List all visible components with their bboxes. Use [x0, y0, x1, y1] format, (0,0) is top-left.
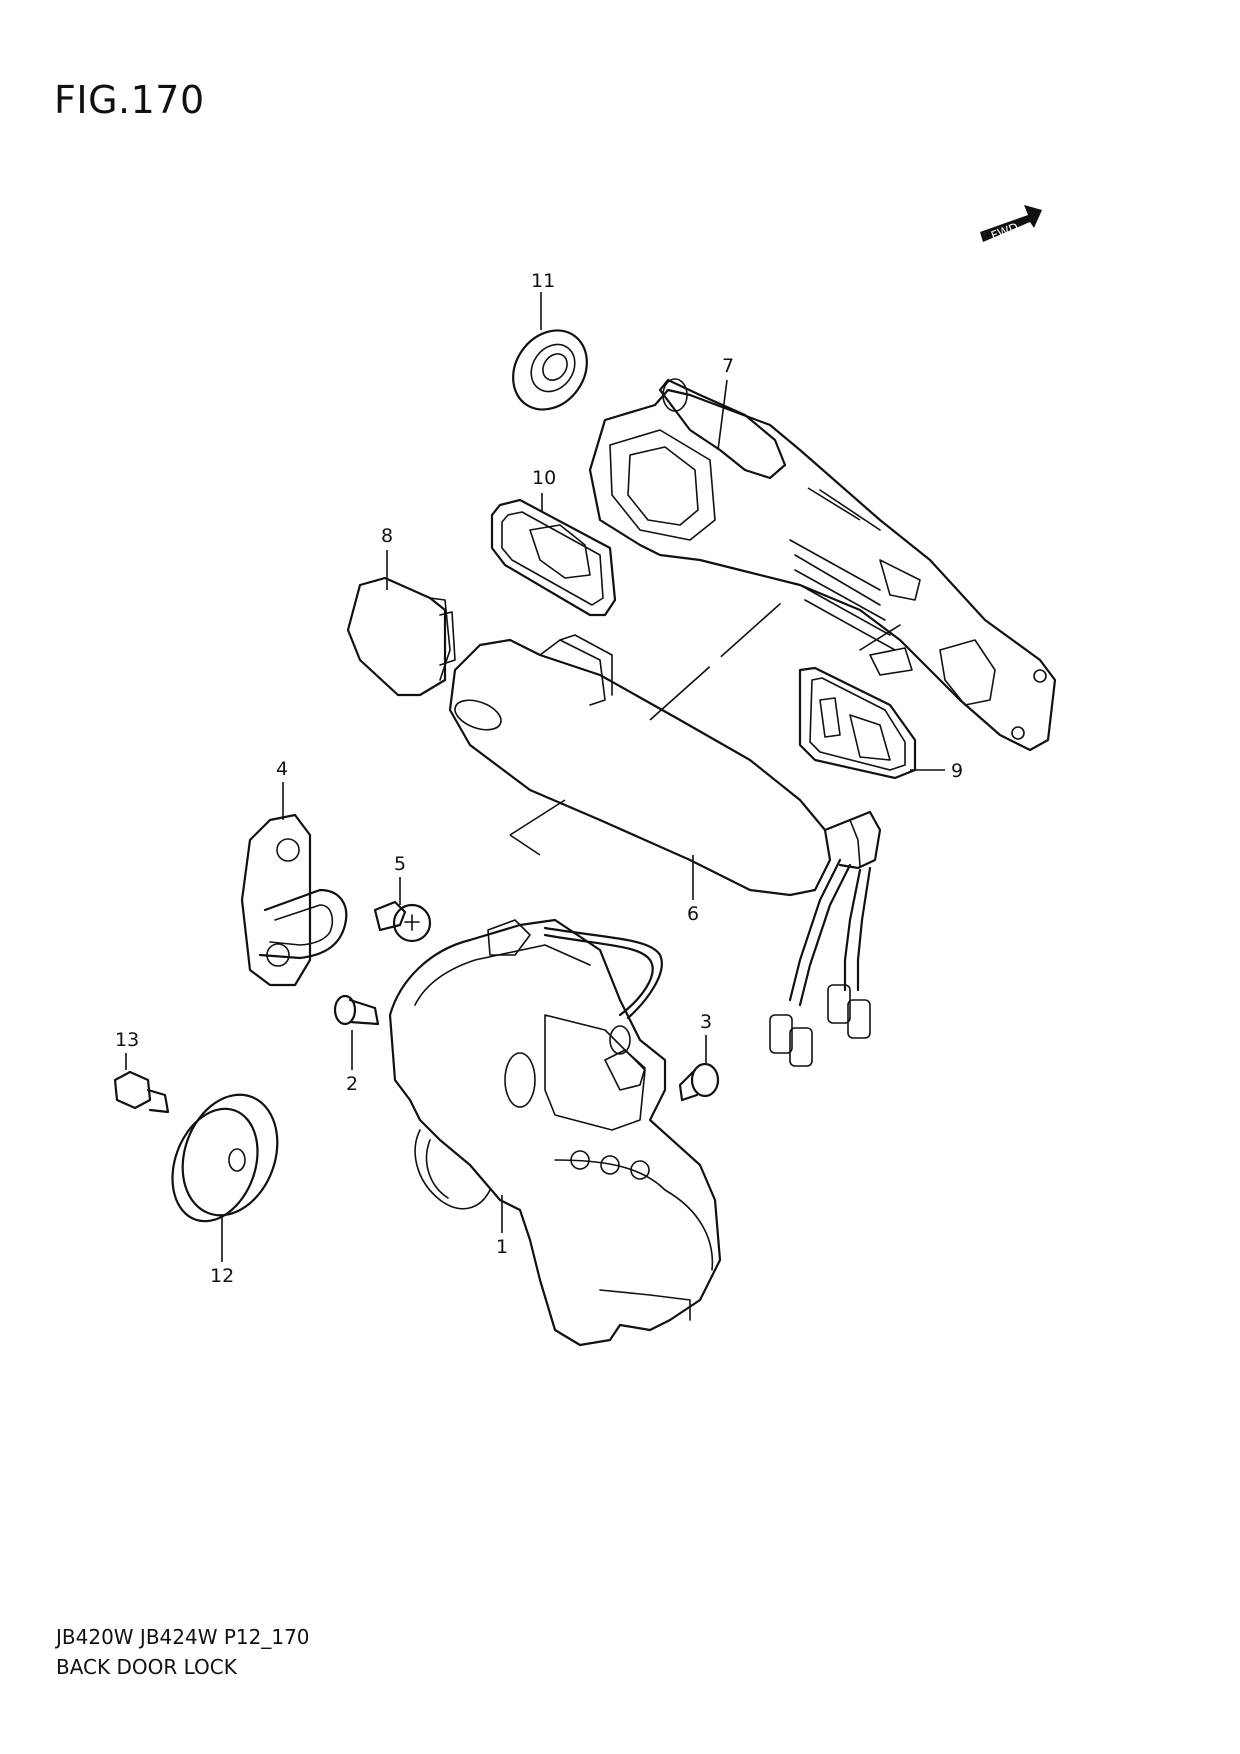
callout-11: 11: [531, 270, 555, 292]
callout-5: 5: [394, 853, 406, 875]
part-5-screw: [373, 900, 432, 943]
model-code: JB420W JB424W P12_170: [56, 1625, 310, 1649]
callout-12: 12: [210, 1265, 234, 1287]
leader-lines: [125, 292, 945, 1262]
figure-title: FIG.170: [54, 78, 205, 122]
part-8-cap: [346, 576, 456, 697]
part-3-bolt: [678, 1062, 720, 1102]
callout-4: 4: [276, 758, 288, 780]
figure-name: BACK DOOR LOCK: [56, 1655, 237, 1679]
callout-2: 2: [346, 1073, 358, 1095]
part-9-gasket: [798, 666, 917, 780]
part-6-outer-handle: [448, 634, 882, 1067]
part-4-striker: [240, 813, 348, 987]
part-10-gasket: [490, 498, 617, 617]
part-13-bolt: [113, 1070, 170, 1114]
callout-9: 9: [951, 760, 963, 782]
callout-3: 3: [700, 1011, 712, 1033]
callout-10: 10: [532, 467, 556, 489]
forward-arrow-icon: FWD: [980, 205, 1042, 243]
part-7-handle-base: [588, 378, 1057, 752]
part-12-plug: [171, 1093, 279, 1223]
callout-labels: 11 7 10 8 9 4 5 6 2 3 1 13 12: [115, 270, 963, 1287]
callout-13: 13: [115, 1029, 139, 1051]
callout-8: 8: [381, 525, 393, 547]
fwd-badge-label: FWD: [989, 220, 1020, 243]
callout-1: 1: [496, 1236, 508, 1258]
callout-7: 7: [722, 355, 734, 377]
callout-6: 6: [687, 903, 699, 925]
part-1-lock-assembly: [388, 918, 722, 1347]
part-11-grommet: [512, 329, 588, 411]
part-2-bolt: [333, 994, 380, 1026]
